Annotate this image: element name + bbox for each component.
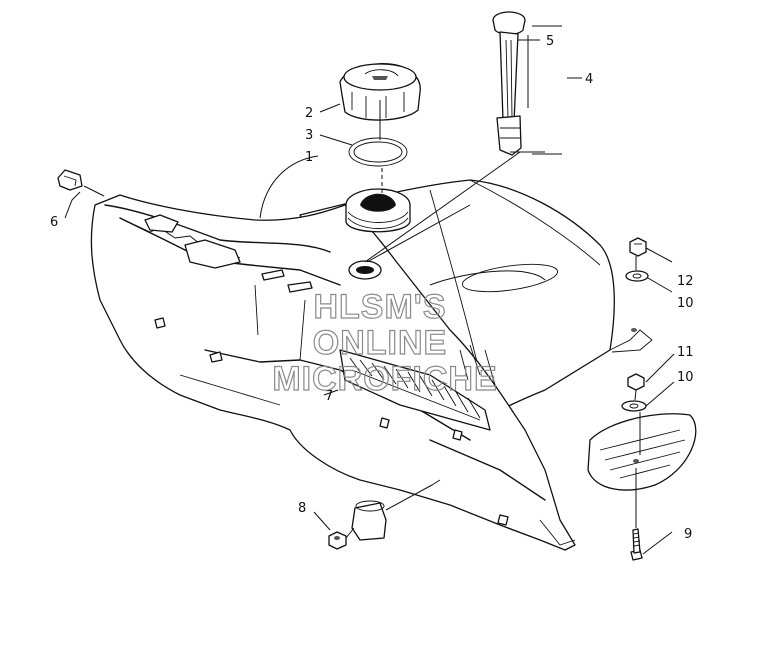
washer-10-upper	[625, 270, 649, 282]
callout-labels: 1 2 3 4 5 6 7 8 9 10 10 11 12	[50, 34, 694, 542]
callout-10-lower: 10	[677, 370, 694, 385]
callout-9: 9	[684, 527, 692, 542]
callout-3: 3	[305, 128, 313, 143]
leader-lines	[64, 25, 675, 555]
washer-10-lower	[621, 400, 647, 412]
watermark-line-2: ONLINE	[313, 324, 447, 362]
gas-cap	[339, 63, 421, 121]
watermark: HLSM'S ONLINE MICROFICHE	[272, 287, 498, 398]
callout-8: 8	[298, 501, 306, 516]
vent-louvers	[349, 357, 481, 421]
fuel-tank	[90, 179, 653, 551]
fuel-gauge-sender	[492, 11, 526, 156]
callout-10-upper: 10	[677, 296, 694, 311]
callout-11: 11	[677, 345, 694, 360]
mounting-pad	[587, 413, 697, 491]
clip	[57, 169, 83, 191]
watermark-line-3: MICROFICHE	[272, 360, 497, 398]
callout-4: 4	[585, 72, 593, 87]
nut-12	[629, 237, 647, 257]
grommet	[351, 500, 387, 541]
callout-5: 5	[546, 34, 554, 49]
watermark-line-1: HLSM'S	[313, 288, 446, 326]
callout-7: 7	[325, 389, 333, 404]
cap-gasket	[348, 137, 408, 167]
bolt-9	[630, 528, 643, 561]
callout-1: 1	[305, 150, 313, 165]
callout-6: 6	[50, 215, 58, 230]
nut-8	[328, 531, 347, 550]
callout-12: 12	[677, 274, 694, 289]
nut-11	[627, 373, 645, 391]
callout-2: 2	[305, 106, 313, 121]
